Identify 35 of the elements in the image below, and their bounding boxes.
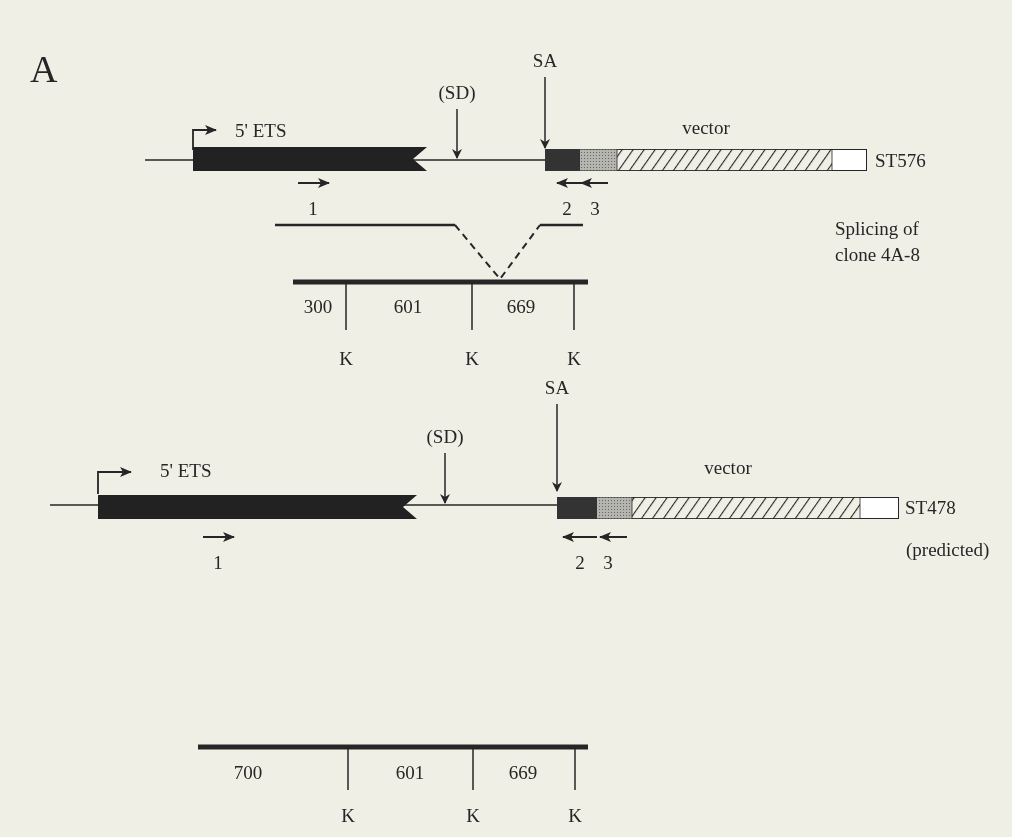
restriction-site-label: K	[567, 347, 581, 371]
splice-site-label: (SD)	[418, 424, 472, 450]
restriction-site-label: K	[465, 347, 479, 371]
splicing-caption: Splicing of clone 4A-8	[835, 217, 921, 267]
restriction-site-label: K	[466, 804, 480, 828]
region-heading: 5' ETS	[235, 119, 287, 143]
vector-heading: vector	[704, 456, 752, 480]
primer-number: 3	[590, 197, 600, 221]
restriction-site-label: K	[341, 804, 355, 828]
primer-number: 2	[562, 197, 572, 221]
site-arrow	[452, 108, 462, 159]
site-arrow	[540, 76, 550, 149]
splice-site-label: SA	[540, 375, 574, 401]
fragment-size: 601	[393, 295, 423, 319]
fragment-size: 601	[395, 761, 425, 785]
fragment-size: 300	[303, 295, 333, 319]
site-arrow	[552, 403, 562, 492]
panel-letter: A	[30, 56, 58, 82]
site-arrow	[440, 452, 450, 504]
primer-number: 3	[603, 551, 613, 575]
primer-number: 2	[575, 551, 585, 575]
primer-number: 1	[213, 551, 223, 575]
construct-name: ST478	[905, 496, 956, 520]
construct-name: ST576	[875, 149, 926, 173]
fragment-size: 700	[233, 761, 263, 785]
region-heading: 5' ETS	[160, 459, 212, 483]
restriction-site-label: K	[568, 804, 582, 828]
splice-site-label: (SD)	[430, 80, 484, 106]
fragment-size: 669	[506, 295, 536, 319]
vector-heading: vector	[682, 116, 730, 140]
primer-number: 1	[308, 197, 318, 221]
restriction-site-label: K	[339, 347, 353, 371]
construct-note: (predicted)	[906, 538, 990, 562]
splice-site-label: SA	[528, 48, 562, 74]
fragment-size: 669	[508, 761, 538, 785]
